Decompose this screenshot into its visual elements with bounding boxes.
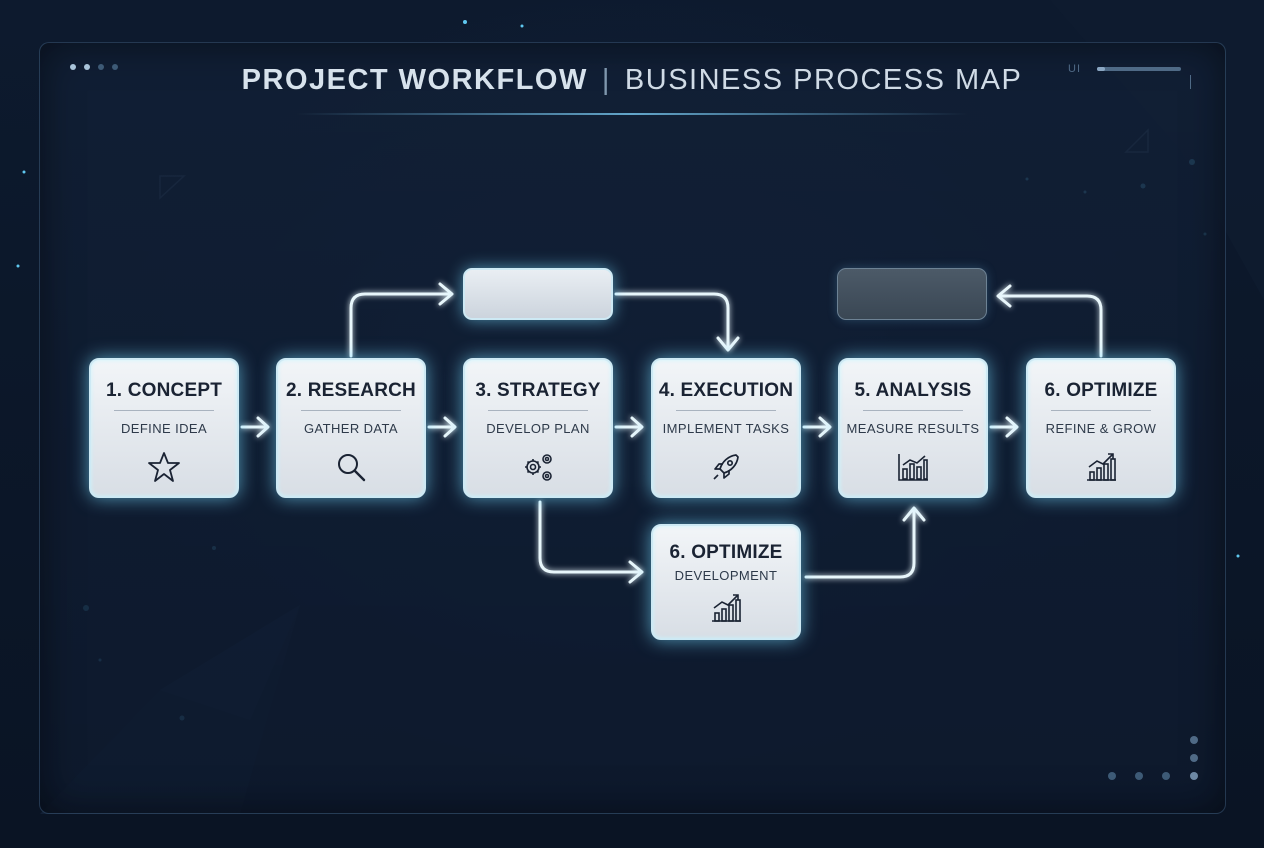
magnifier-icon: [278, 450, 424, 484]
title-subtitle: BUSINESS PROCESS MAP: [624, 64, 1023, 96]
placeholder-box-dark: [837, 268, 987, 320]
node-analysis[interactable]: 5. ANALYSIS MEASURE RESULTS: [838, 358, 988, 498]
corner-bar: [1097, 67, 1181, 71]
node-subtitle: DEVELOPMENT: [674, 568, 778, 583]
growth-chart-icon: [653, 591, 799, 625]
node-divider: [863, 410, 963, 411]
node-subtitle: IMPLEMENT TASKS: [662, 421, 790, 436]
node-concept[interactable]: 1. CONCEPT DEFINE IDEA: [89, 358, 239, 498]
title-underline: [296, 113, 968, 115]
node-title: 1. CONCEPT: [105, 380, 223, 401]
window-dots: [70, 64, 118, 70]
corner-tick: [1190, 75, 1191, 89]
bar-chart-icon: [840, 450, 986, 484]
corner-bar-highlight: [1097, 67, 1105, 71]
star-icon: [91, 450, 237, 484]
node-optimize-development[interactable]: 6. OPTIMIZE DEVELOPMENT: [651, 524, 801, 640]
node-subtitle: DEFINE IDEA: [120, 421, 208, 436]
node-title: 6. OPTIMIZE: [1044, 380, 1158, 401]
corner-tag: UI: [1068, 63, 1081, 75]
node-title: 2. RESEARCH: [286, 380, 416, 401]
node-divider: [301, 410, 401, 411]
gears-icon: [465, 450, 611, 484]
node-divider: [676, 410, 776, 411]
node-optimize[interactable]: 6. OPTIMIZE REFINE & GROW: [1026, 358, 1176, 498]
node-title: 4. EXECUTION: [658, 380, 794, 401]
node-divider: [114, 410, 214, 411]
node-research[interactable]: 2. RESEARCH GATHER DATA: [276, 358, 426, 498]
node-title: 6. OPTIMIZE: [669, 542, 783, 563]
node-strategy[interactable]: 3. STRATEGY DEVELOP PLAN: [463, 358, 613, 498]
node-subtitle: GATHER DATA: [304, 421, 398, 436]
rocket-icon: [653, 450, 799, 484]
node-execution[interactable]: 4. EXECUTION IMPLEMENT TASKS: [651, 358, 801, 498]
node-divider: [1051, 410, 1151, 411]
node-subtitle: DEVELOP PLAN: [486, 421, 590, 436]
node-title: 5. ANALYSIS: [854, 380, 972, 401]
node-divider: [488, 410, 588, 411]
page-title: PROJECT WORKFLOW | BUSINESS PROCESS MAP: [0, 64, 1264, 97]
node-subtitle: MEASURE RESULTS: [846, 421, 980, 436]
placeholder-box-light: [463, 268, 613, 320]
node-subtitle: REFINE & GROW: [1045, 421, 1157, 436]
growth-chart-icon: [1028, 450, 1174, 484]
title-separator: |: [601, 64, 611, 96]
node-title: 3. STRATEGY: [475, 380, 601, 401]
title-bold: PROJECT WORKFLOW: [241, 64, 588, 96]
